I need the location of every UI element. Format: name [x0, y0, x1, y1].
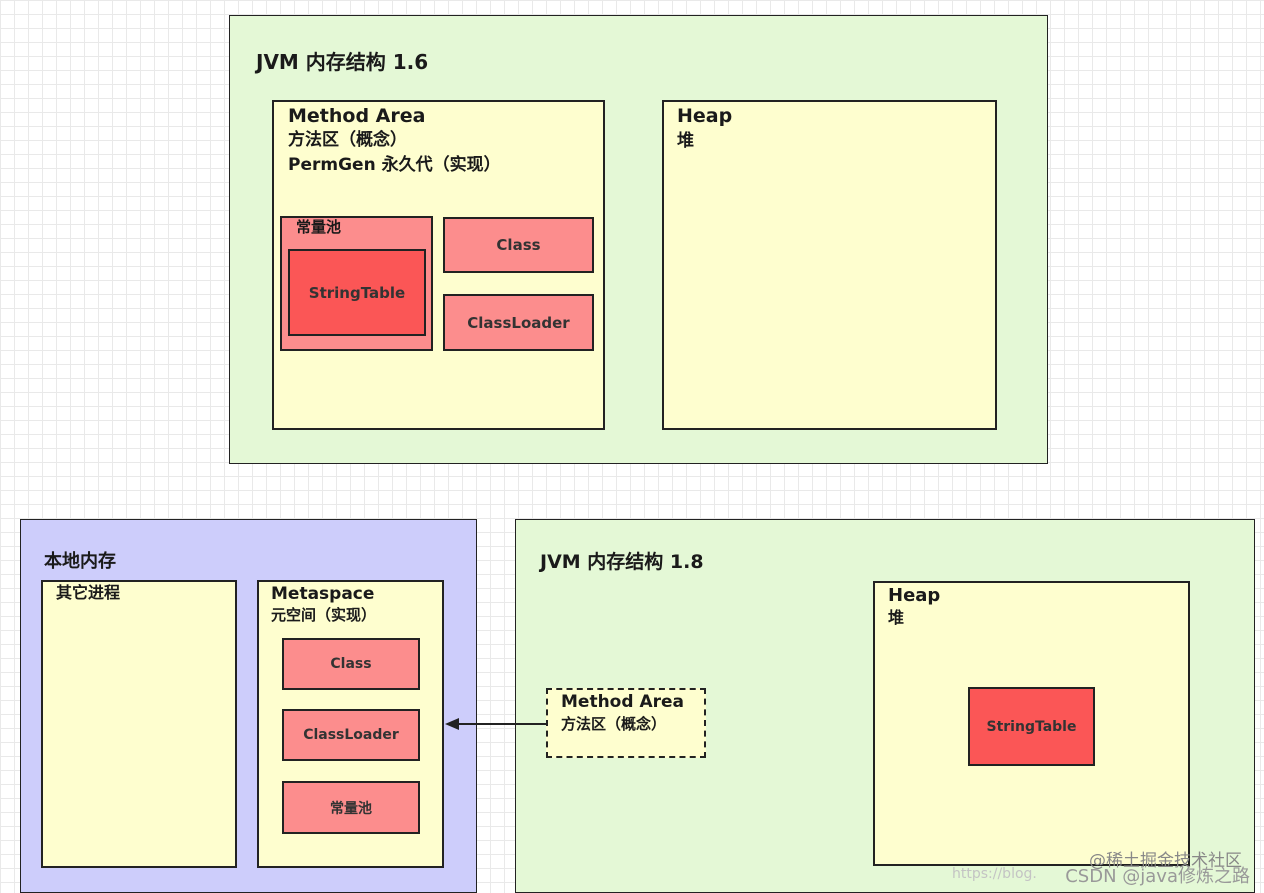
jvm16-title: JVM 内存结构 1.6 — [256, 50, 429, 74]
watermark-url: https://blog. — [952, 866, 1037, 882]
metaspace-classloader-box: ClassLoader — [282, 709, 420, 761]
watermark-juejin: @稀土掘金技术社区 — [1089, 851, 1242, 871]
jvm18-string-table: StringTable — [968, 687, 1095, 766]
metaspace-constant-pool-box: 常量池 — [282, 781, 420, 834]
jvm18-method-area-sub: 方法区（概念） — [561, 715, 667, 733]
jvm18-heap-sub: 堆 — [888, 608, 905, 627]
jvm16-string-table: StringTable — [288, 249, 426, 336]
jvm16-heap — [662, 100, 997, 430]
jvm16-class-box: Class — [443, 217, 594, 273]
metaspace-title: Metaspace — [271, 584, 375, 604]
jvm16-heap-sub: 堆 — [677, 131, 694, 151]
jvm18-title: JVM 内存结构 1.8 — [540, 551, 704, 573]
jvm18-heap-title: Heap — [888, 585, 941, 606]
metaspace-sub: 元空间（实现） — [271, 606, 377, 624]
other-process-label: 其它进程 — [56, 583, 121, 602]
metaspace-class-box: Class — [282, 638, 420, 690]
other-process-box — [41, 580, 237, 868]
jvm16-constant-pool-label: 常量池 — [296, 218, 342, 236]
jvm16-method-area-impl: PermGen 永久代（实现） — [288, 155, 501, 175]
jvm18-method-area-title: Method Area — [561, 692, 684, 712]
jvm16-method-area-concept: 方法区（概念） — [288, 130, 407, 150]
jvm16-heap-title: Heap — [677, 105, 733, 127]
jvm16-classloader-box: ClassLoader — [443, 294, 594, 351]
native-memory-title: 本地内存 — [44, 551, 116, 572]
watermark-csdn: CSDN @java修炼之路 — [1065, 866, 1250, 887]
jvm18-method-area — [546, 688, 706, 758]
jvm16-method-area-title: Method Area — [288, 105, 426, 127]
